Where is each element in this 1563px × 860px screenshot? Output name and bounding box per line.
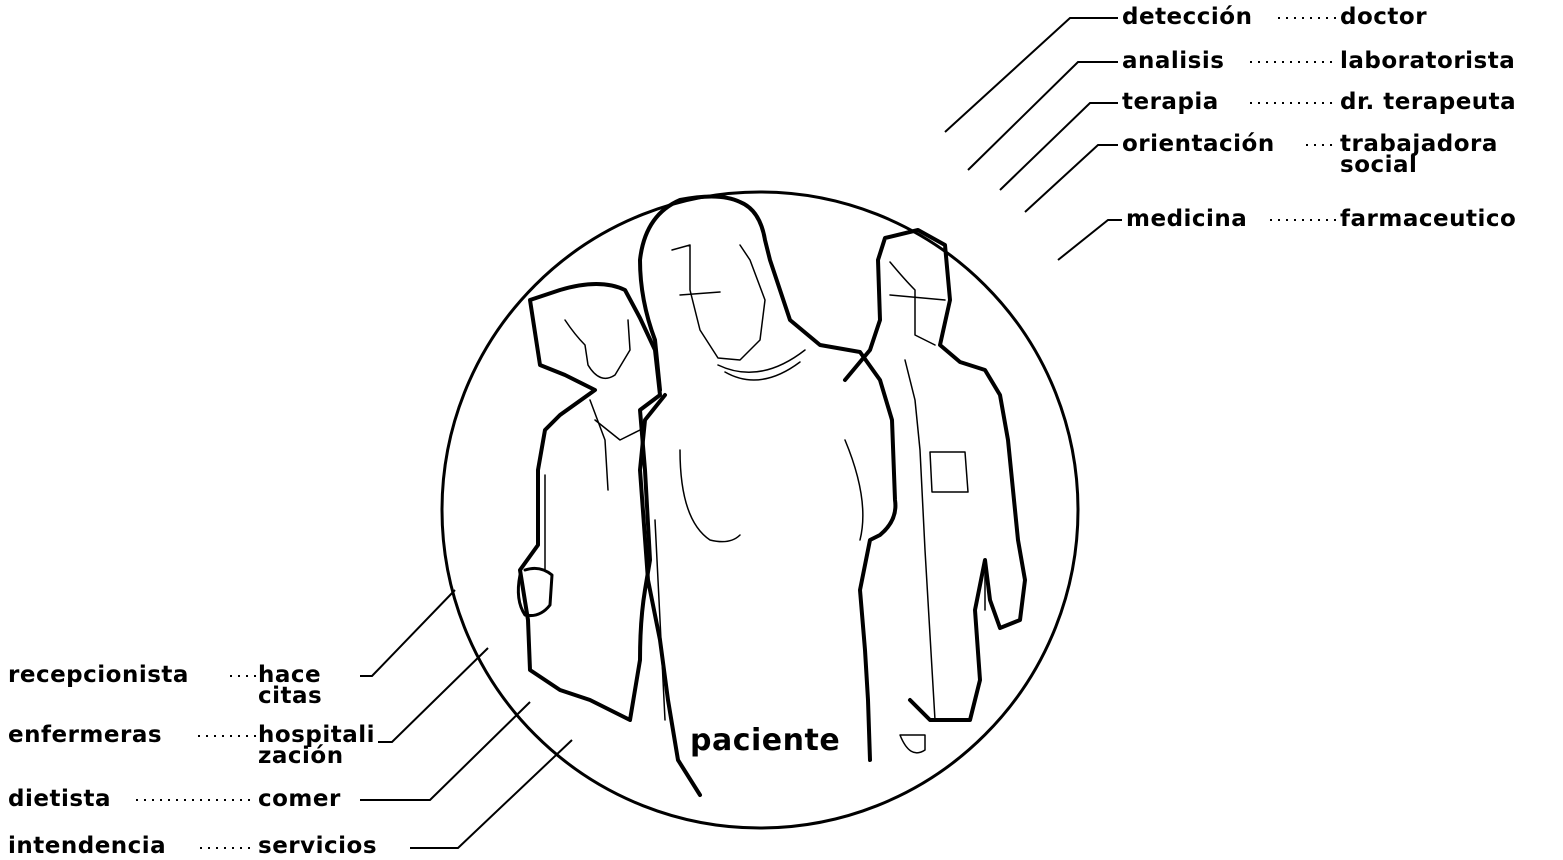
right-leader-lines — [945, 18, 1122, 260]
right-label-role-laboratorista: laboratorista — [1340, 51, 1515, 72]
right-label-role-farmaceutico: farmaceutico — [1340, 209, 1516, 230]
right-dotted-connectors — [1250, 18, 1336, 220]
leader-line-analisis — [968, 62, 1118, 170]
left-label-service-comer: comer — [258, 789, 341, 810]
left-label-service-servicios: servicios — [258, 836, 377, 857]
right-label-service-analisis: analisis — [1122, 51, 1224, 72]
left-label-role-enfermeras: enfermeras — [8, 725, 162, 746]
left-label-role-recepcionista: recepcionista — [8, 665, 189, 686]
right-label-service-medicina: medicina — [1126, 209, 1247, 230]
right-figure — [845, 230, 1025, 720]
leader-line-recepcionista — [360, 590, 455, 676]
right-label-role-dr-terapeuta: dr. terapeuta — [1340, 92, 1516, 113]
leader-line-dietista — [360, 702, 530, 800]
left-dotted-connectors — [136, 676, 256, 848]
right-label-service-deteccion: detección — [1122, 7, 1252, 28]
left-label-service-hospitalizacion: hospitalización — [258, 725, 380, 767]
right-label-service-terapia: terapia — [1122, 92, 1219, 113]
figures — [518, 196, 1025, 795]
leader-line-terapia — [1000, 103, 1118, 190]
leader-line-orientacion — [1025, 145, 1118, 212]
left-label-role-dietista: dietista — [8, 789, 111, 810]
center-figure — [640, 196, 925, 795]
left-label-service-hace-citas: hace citas — [258, 665, 350, 707]
right-label-role-doctor: doctor — [1340, 7, 1427, 28]
leader-line-enfermeras — [378, 648, 488, 742]
center-label-paciente: paciente — [690, 723, 840, 758]
left-label-role-intendencia: intendencia — [8, 836, 166, 857]
right-label-service-orientacion: orientación — [1122, 134, 1275, 155]
right-label-role-trabajadora-social: trabajadora social — [1340, 134, 1520, 176]
leader-line-medicina — [1058, 220, 1122, 260]
leader-line-intendencia — [410, 740, 572, 848]
left-figure — [518, 284, 660, 720]
leader-line-deteccion — [945, 18, 1118, 132]
